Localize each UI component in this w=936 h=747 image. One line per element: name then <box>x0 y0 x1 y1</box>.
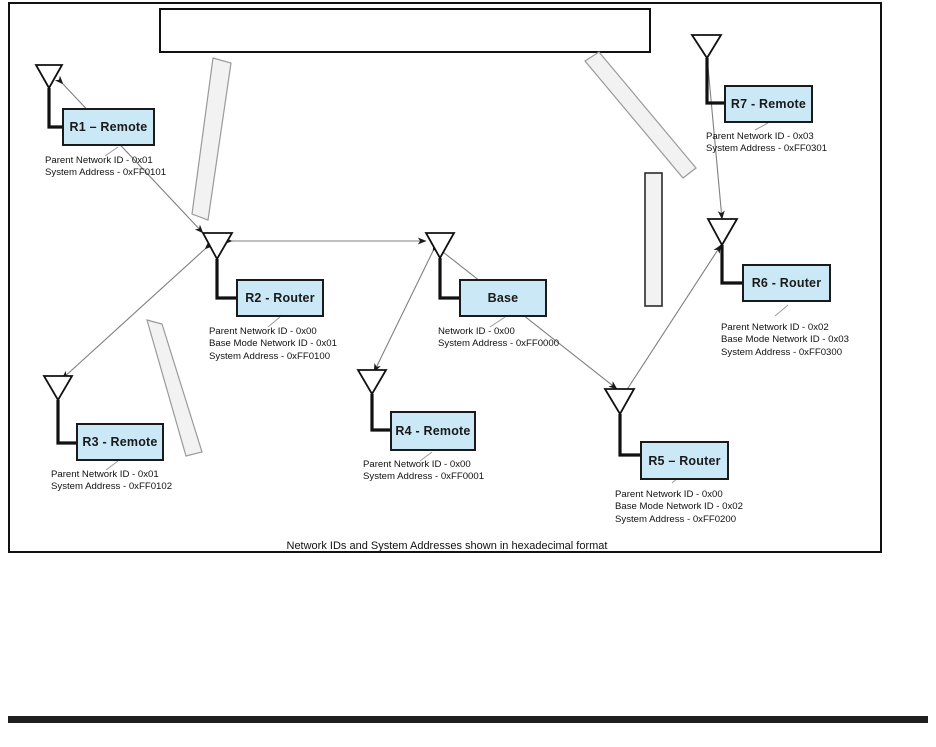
info-r7: Parent Network ID - 0x03 System Address … <box>706 131 827 156</box>
node-base-label: Base <box>487 291 519 305</box>
info-base: Network ID - 0x00 System Address - 0xFF0… <box>438 326 559 351</box>
obstacle-bar-middle-right <box>644 172 663 307</box>
node-r2[interactable]: R2 - Router <box>236 279 324 317</box>
info-r4-line-1: System Address - 0xFF0001 <box>363 471 485 483</box>
antenna-r1 <box>34 64 64 129</box>
info-r2-line-1: Base Mode Network ID - 0x01 <box>209 338 337 350</box>
node-r3[interactable]: R3 - Remote <box>76 423 164 461</box>
link-r6-r7 <box>702 47 725 220</box>
info-r6-line-0: Parent Network ID - 0x02 <box>721 322 829 333</box>
node-r2-label: R2 - Router <box>245 291 315 305</box>
antenna-r5 <box>603 388 640 457</box>
node-r4-label: R4 - Remote <box>395 424 471 438</box>
antenna-r6 <box>706 218 742 285</box>
info-r5-line-2: System Address - 0xFF0200 <box>615 513 737 525</box>
info-base-line-1: System Address - 0xFF0000 <box>438 338 560 350</box>
node-r7-label: R7 - Remote <box>730 97 807 111</box>
info-r7-line-1: System Address - 0xFF0301 <box>706 143 828 155</box>
legend-box <box>159 8 651 53</box>
node-base[interactable]: Base <box>459 279 547 317</box>
info-r3-line-1: System Address - 0xFF0102 <box>51 481 173 493</box>
obstacle-bar-top-right <box>584 51 697 179</box>
info-r6-line-2: System Address - 0xFF0300 <box>721 346 843 358</box>
bottom-rule <box>8 716 928 723</box>
info-r6: Parent Network ID - 0x02 Base Mode Netwo… <box>721 322 849 359</box>
antenna-base <box>424 232 459 300</box>
node-r1-label: R1 – Remote <box>69 120 148 134</box>
antenna-r2 <box>201 232 236 300</box>
info-r2: Parent Network ID - 0x00 Base Mode Netwo… <box>209 326 337 363</box>
info-r5-line-1: Base Mode Network ID - 0x02 <box>615 501 743 513</box>
info-r1-line-0: Parent Network ID - 0x01 <box>45 155 153 166</box>
node-r5[interactable]: R5 – Router <box>640 441 729 480</box>
node-r5-label: R5 – Router <box>648 453 721 468</box>
node-r6-label: R6 - Router <box>751 276 822 290</box>
info-base-line-0: Network ID - 0x00 <box>438 326 515 337</box>
node-r1[interactable]: R1 – Remote <box>62 108 155 146</box>
info-r5: Parent Network ID - 0x00 Base Mode Netwo… <box>615 489 743 526</box>
node-r7[interactable]: R7 - Remote <box>724 85 813 123</box>
antenna-r7 <box>690 34 724 105</box>
info-r3-line-0: Parent Network ID - 0x01 <box>51 469 159 480</box>
info-r6-line-1: Base Mode Network ID - 0x03 <box>721 334 849 346</box>
node-r6[interactable]: R6 - Router <box>742 264 831 302</box>
info-r5-line-0: Parent Network ID - 0x00 <box>615 489 723 500</box>
info-r4: Parent Network ID - 0x00 System Address … <box>363 459 484 484</box>
info-r2-line-0: Parent Network ID - 0x00 <box>209 326 317 337</box>
antenna-r4 <box>356 369 390 432</box>
info-r7-line-0: Parent Network ID - 0x03 <box>706 131 814 142</box>
info-r3: Parent Network ID - 0x01 System Address … <box>51 469 172 494</box>
link-base-r5 <box>434 244 618 390</box>
node-r4[interactable]: R4 - Remote <box>390 411 476 451</box>
info-r1-line-1: System Address - 0xFF0101 <box>45 167 167 179</box>
diagram-caption: Network IDs and System Addresses shown i… <box>286 540 608 552</box>
info-r4-line-0: Parent Network ID - 0x00 <box>363 459 471 470</box>
link-base-r4 <box>373 242 440 373</box>
info-r1: Parent Network ID - 0x01 System Address … <box>45 155 166 180</box>
antenna-r3 <box>42 375 76 445</box>
link-r2-r3 <box>61 240 214 380</box>
node-r3-label: R3 - Remote <box>82 435 158 449</box>
obstacle-bar-top-left <box>191 57 232 221</box>
link-r5-r6 <box>620 244 722 397</box>
info-r2-line-2: System Address - 0xFF0100 <box>209 350 331 362</box>
